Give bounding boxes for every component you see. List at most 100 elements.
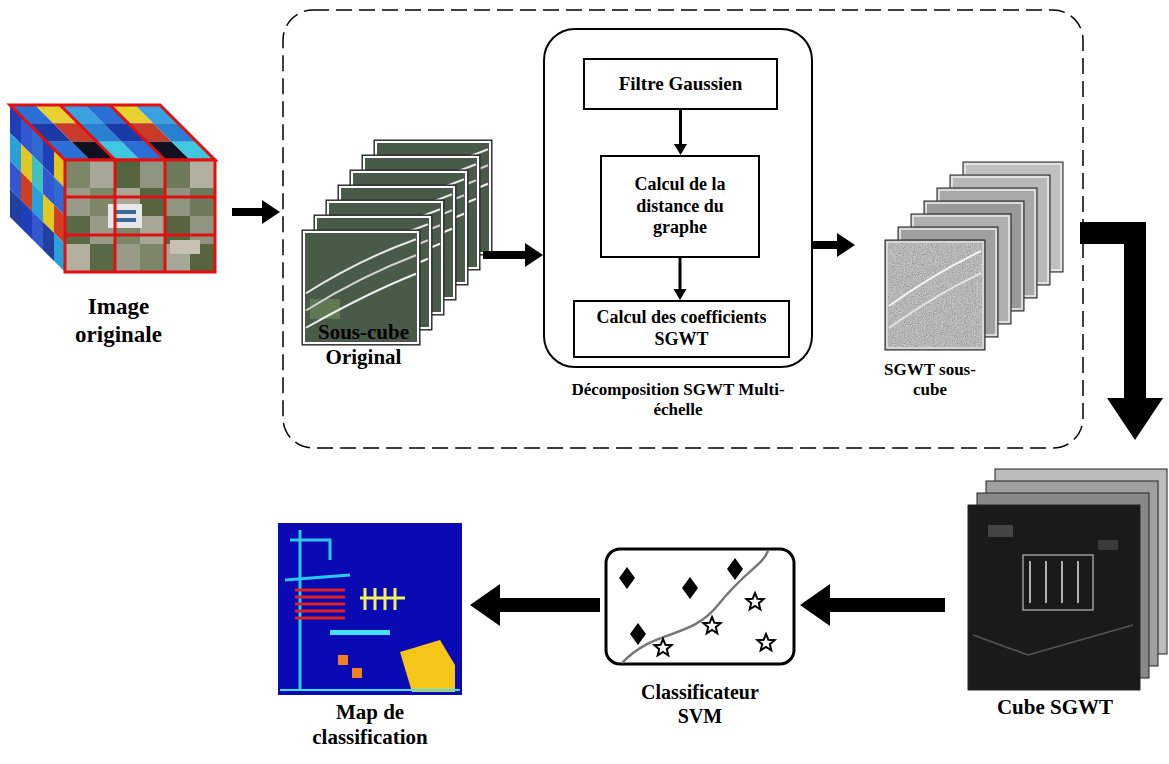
sgwt-sub-cube-stack [888, 243, 982, 347]
flow-arrow [1080, 233, 1163, 440]
cube-front-face [190, 160, 215, 188]
process-label: Calcul de la distance du graphe [610, 174, 750, 239]
arrow-head [837, 233, 855, 257]
hyperspectral-cube [10, 105, 215, 272]
map-node: Map de classification [270, 515, 470, 750]
arrow-shaft [483, 251, 526, 259]
cube-front-face [140, 216, 165, 244]
classification-map [295, 596, 345, 599]
classification-map [295, 610, 345, 613]
cube-grid-line [65, 234, 215, 237]
sgwt-cube-stack [968, 469, 1167, 690]
arrow-shaft [232, 208, 263, 216]
cube-side-face [32, 211, 43, 250]
sgwt-cube-stack [1061, 561, 1063, 603]
sgwt-cube-label: Cube SGWT [955, 695, 1155, 720]
process-box: Filtre Gaussien [583, 58, 778, 110]
cube-grid-line [65, 160, 215, 272]
svm-icon [757, 634, 774, 650]
group-heading: Décomposition SGWT Multi-échelle [548, 380, 808, 421]
cube-side-face [54, 233, 65, 272]
cube-front-face [65, 160, 90, 188]
cube-front-face [140, 188, 165, 216]
sgwt-cube-stack [1029, 561, 1031, 603]
classification-map [278, 523, 462, 695]
flow-arrow [674, 110, 687, 155]
arrow-head [800, 584, 830, 626]
classification-map [280, 689, 460, 691]
arrow-shaft [829, 598, 945, 612]
process-label: Filtre Gaussien [619, 73, 743, 96]
classification-map [400, 640, 455, 692]
arrow-head [1107, 398, 1163, 440]
sgwt-sub-cube-stack [889, 273, 981, 328]
flow-arrow [813, 233, 855, 257]
arrow-head [525, 243, 543, 267]
map-label: Map de classification [295, 700, 445, 750]
classification-map [352, 668, 362, 678]
classification-map [295, 603, 345, 606]
arrow-shaft [679, 110, 682, 145]
cube-grid-line [10, 105, 215, 160]
svm-icon [682, 577, 698, 599]
cube-front-face [140, 244, 165, 272]
svm-icon [622, 551, 768, 663]
svm-icon [727, 558, 743, 580]
sub-cube-stack [306, 255, 416, 310]
arrow-head [262, 200, 280, 224]
arrow-shaft [679, 258, 682, 290]
cube-grid-line [114, 160, 117, 272]
cube-front-face [165, 160, 190, 188]
process-label: Calcul des coefficients SGWT [594, 307, 769, 350]
classification-map [295, 617, 345, 620]
sub-cube-stack [306, 239, 416, 293]
sgwt-sub-cube-stack [885, 162, 1063, 350]
cube-grid-line [164, 160, 167, 272]
cube-building [114, 218, 136, 222]
cube-front-face [115, 244, 140, 272]
svm-icon [619, 567, 635, 589]
cube-side-face [43, 222, 54, 261]
arrow-head [470, 584, 500, 626]
sgwt-sub-cube-label: SGWT sous-cube [875, 360, 985, 401]
decomposition-group: Décomposition SGWT Multi-échelle Filtre G… [543, 28, 813, 421]
cube-top-face [172, 142, 215, 160]
arrow-shaft [813, 241, 838, 249]
sgwt-cube-stack [1098, 540, 1118, 550]
sgwt-cube-stack [973, 625, 1133, 655]
cube-grid-line [60, 105, 115, 160]
arrow-head [674, 144, 687, 155]
sgwt-cube-node: Cube SGWT [945, 440, 1165, 720]
classification-map [278, 523, 462, 695]
dashed-frame [283, 10, 1083, 448]
cube-front-face [65, 216, 90, 244]
image-node: Image originale [5, 95, 232, 348]
cube-front-face [165, 216, 190, 244]
sgwt-cube-stack [1077, 561, 1079, 603]
sgwt-cube-stack [988, 525, 1013, 537]
flow-arrow [800, 584, 945, 626]
sub-cube-stack [302, 140, 492, 345]
arrow-shaft [499, 598, 600, 612]
cube-top-face [135, 105, 178, 123]
classification-map [285, 530, 350, 690]
cube-side-face [10, 189, 21, 228]
cube-front-face [65, 188, 90, 216]
classification-map [295, 589, 345, 592]
arrow-head [674, 289, 687, 300]
svm-icon [630, 623, 646, 645]
svm-icon [606, 549, 794, 664]
cube-front-face [190, 188, 215, 216]
cube-building [170, 240, 200, 254]
sgwt-cube-stack [968, 505, 1140, 690]
sgwt-sub-cube-node: SGWT sous-cube [855, 130, 1080, 401]
classification-map [330, 630, 390, 635]
sgwt-sub-cube-stack [885, 240, 985, 350]
classification-map [338, 655, 348, 665]
flow-arrow [470, 584, 600, 626]
cube-building [108, 204, 142, 228]
cube-grid-line [110, 105, 165, 160]
sub-cube-label: Sous-cube Original [301, 320, 426, 370]
sub-cube-node: Sous-cube Original [280, 120, 483, 370]
flow-arrow [674, 258, 687, 300]
